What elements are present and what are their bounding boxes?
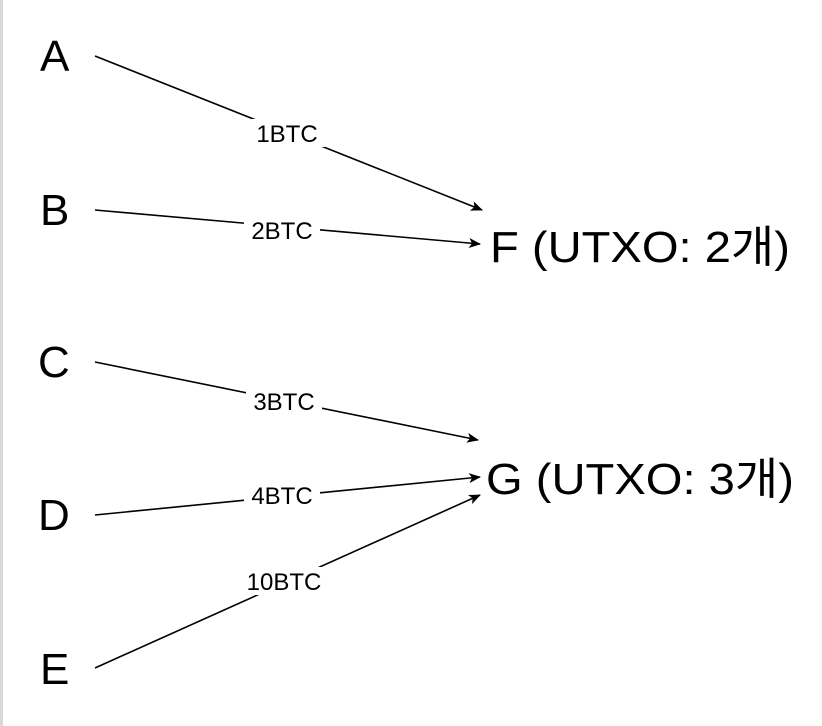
edge-label-c-g: 3BTC bbox=[253, 389, 314, 416]
source-node-a: A bbox=[40, 32, 70, 81]
edge-label-a-f: 1BTC bbox=[256, 121, 317, 148]
edge-label-bg-a-f bbox=[249, 119, 325, 147]
edge-label-d-g: 4BTC bbox=[251, 483, 312, 510]
edge-label-b-f: 2BTC bbox=[251, 218, 312, 245]
source-node-b: B bbox=[40, 186, 69, 235]
source-node-d: D bbox=[38, 491, 70, 540]
edge-label-e-g: 10BTC bbox=[247, 569, 322, 596]
target-node-g: G (UTXO: 3개) bbox=[486, 455, 794, 504]
edge-label-bg-d-g bbox=[244, 481, 320, 509]
target-node-f: F (UTXO: 2개) bbox=[490, 223, 790, 272]
edge-label-bg-c-g bbox=[246, 387, 322, 415]
source-node-e: E bbox=[40, 645, 69, 694]
source-node-c: C bbox=[38, 338, 70, 387]
left-edge-rule bbox=[0, 0, 3, 726]
edge-label-bg-b-f bbox=[244, 216, 320, 244]
edge-label-bg-e-g bbox=[239, 567, 329, 595]
